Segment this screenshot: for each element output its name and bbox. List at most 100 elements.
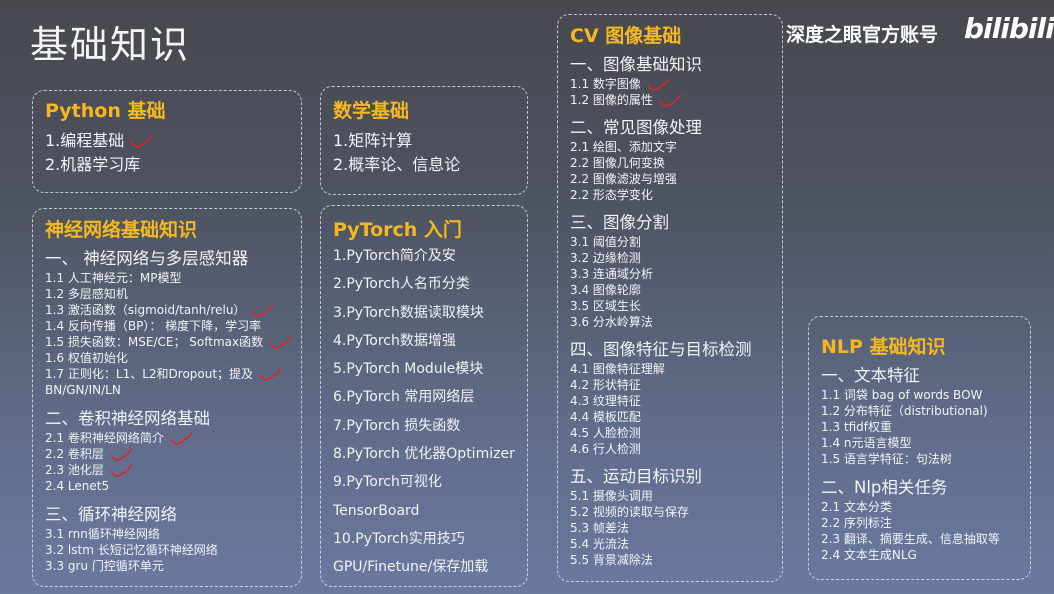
red-checkmark-icon bbox=[251, 303, 275, 317]
list-item: 1.1 数字图像 bbox=[570, 76, 770, 92]
item-text: 2.机器学习库 bbox=[45, 155, 141, 174]
page-title: 基础知识 bbox=[30, 23, 191, 67]
math-box: 数学基础 1.矩阵计算 2.概率论、信息论 bbox=[320, 86, 528, 195]
box-title: CV 图像基础 bbox=[570, 25, 682, 47]
item-text: 9.PyTorch可视化 bbox=[333, 474, 442, 491]
list-item: 3.3 gru 门控循环单元 bbox=[45, 558, 289, 574]
item-text: 6.PyTorch 常用网络层 bbox=[333, 389, 475, 406]
list-item: 1.矩阵计算 bbox=[333, 131, 413, 150]
list-item: 3.PyTorch数据读取模块 bbox=[333, 299, 515, 327]
box-title: PyTorch 入门 bbox=[333, 219, 462, 241]
item-text: 1.5 损失函数：MSE/CE； Softmax函数 bbox=[45, 335, 264, 349]
item-text: 5.3 帧差法 bbox=[570, 521, 629, 535]
list-item: 3.1 rnn循环神经网络 bbox=[45, 526, 289, 542]
section-heading: 二、Nlp相关任务 bbox=[821, 478, 948, 497]
list-item: 8.PyTorch 优化器Optimizer bbox=[333, 440, 515, 468]
list-item: 2.PyTorch人名币分类 bbox=[333, 270, 515, 298]
list-item: 3.2 lstm 长短记忆循环神经网络 bbox=[45, 542, 289, 558]
section-heading: 一、图像基础知识 bbox=[570, 55, 702, 74]
red-checkmark-icon bbox=[170, 431, 193, 445]
list-item: 1.编程基础 bbox=[45, 129, 289, 153]
list-item: 3.4 图像轮廓 bbox=[570, 282, 770, 298]
list-item: 2.3 翻译、摘要生成、信息抽取等 bbox=[821, 531, 1018, 547]
section-heading: 二、卷积神经网络基础 bbox=[45, 409, 210, 428]
item-text: 1.6 权值初始化 bbox=[45, 351, 128, 365]
list-item: BN/GN/IN/LN bbox=[45, 382, 289, 398]
item-text: 3.6 分水岭算法 bbox=[570, 315, 653, 329]
item-text: 4.1 图像特征理解 bbox=[570, 362, 665, 376]
red-checkmark-icon bbox=[110, 463, 133, 477]
section-heading: 三、图像分割 bbox=[570, 213, 669, 232]
red-checkmark-icon bbox=[130, 134, 153, 148]
list-item: 4.3 纹理特征 bbox=[570, 393, 770, 409]
item-text: 1.4 n元语言模型 bbox=[821, 436, 912, 450]
list-item: 1.4 n元语言模型 bbox=[821, 435, 1018, 451]
item-text: 1.编程基础 bbox=[45, 131, 125, 150]
section-heading: 五、运动目标识别 bbox=[570, 467, 702, 486]
red-checkmark-icon bbox=[647, 77, 670, 91]
section-heading: 一、 神经网络与多层感知器 bbox=[45, 249, 249, 268]
item-text: 1.1 词袋 bag of words BOW bbox=[821, 388, 983, 402]
item-text: TensorBoard bbox=[333, 502, 420, 519]
item-text: GPU/Finetune/保存加载 bbox=[333, 559, 489, 576]
box-title: 神经网络基础知识 bbox=[45, 219, 198, 241]
list-item: 7.PyTorch 损失函数 bbox=[333, 412, 515, 440]
list-item: 3.1 阈值分割 bbox=[570, 234, 770, 250]
red-checkmark-icon bbox=[659, 93, 682, 107]
list-item: 2.2 图像滤波与增强 bbox=[570, 171, 770, 187]
list-item: 2.4 文本生成NLG bbox=[821, 547, 1018, 563]
item-text: 1.2 分布特征（distributional) bbox=[821, 404, 988, 418]
list-item: 6.PyTorch 常用网络层 bbox=[333, 383, 515, 411]
list-item: 5.5 背景减除法 bbox=[570, 552, 770, 568]
red-checkmark-icon bbox=[110, 447, 133, 461]
item-text: 2.2 序列标注 bbox=[821, 516, 892, 530]
item-text: 10.PyTorch实用技巧 bbox=[333, 530, 465, 547]
brand-text: 深度之眼官方账号 bbox=[786, 24, 939, 46]
section-heading: 三、循环神经网络 bbox=[45, 505, 177, 524]
item-text: 2.3 池化层 bbox=[45, 463, 104, 477]
section-heading: 四、图像特征与目标检测 bbox=[570, 340, 752, 359]
item-text: 3.5 区域生长 bbox=[570, 299, 641, 313]
list-item: 1.5 语言学特征：句法树 bbox=[821, 451, 1018, 467]
item-text: 5.PyTorch Module模块 bbox=[333, 361, 484, 378]
item-text: 2.1 卷积神经网络简介 bbox=[45, 431, 164, 445]
list-item: 5.2 视频的读取与保存 bbox=[570, 504, 770, 520]
list-item: 4.2 形状特征 bbox=[570, 377, 770, 393]
item-text: 3.2 边缘检测 bbox=[570, 251, 641, 265]
list-item: 9.PyTorch可视化 bbox=[333, 468, 515, 496]
list-item: 3.6 分水岭算法 bbox=[570, 314, 770, 330]
item-text: 3.3 gru 门控循环单元 bbox=[45, 559, 164, 573]
list-item: 1.3 激活函数（sigmoid/tanh/relu） bbox=[45, 302, 289, 318]
list-item: 2.概率论、信息论 bbox=[333, 155, 461, 174]
list-item: 2.2 序列标注 bbox=[821, 515, 1018, 531]
list-item: 1.2 多层感知机 bbox=[45, 286, 289, 302]
list-item: 1.5 损失函数：MSE/CE； Softmax函数 bbox=[45, 334, 292, 350]
list-item: 5.3 帧差法 bbox=[570, 520, 770, 536]
list-item: 1.1 词袋 bag of words BOW bbox=[821, 387, 1018, 403]
list-item: 5.4 光流法 bbox=[570, 536, 770, 552]
item-text: BN/GN/IN/LN bbox=[45, 383, 121, 397]
bilibili-logo: bilibili bbox=[964, 12, 1054, 45]
list-item: 4.5 人脸检测 bbox=[570, 425, 770, 441]
list-item: 4.6 行人检测 bbox=[570, 441, 770, 457]
list-item: 5.1 摄像头调用 bbox=[570, 488, 770, 504]
item-text: 1.1 数字图像 bbox=[570, 77, 641, 91]
list-item: 4.1 图像特征理解 bbox=[570, 361, 770, 377]
list-item: 2.2 形态学变化 bbox=[570, 187, 770, 203]
red-checkmark-icon bbox=[269, 335, 292, 349]
list-item: 10.PyTorch实用技巧 bbox=[333, 525, 515, 553]
list-item: 2.1 卷积神经网络简介 bbox=[45, 430, 289, 446]
list-item: 2.2 卷积层 bbox=[45, 446, 289, 462]
item-text: 4.4 模板匹配 bbox=[570, 410, 641, 424]
item-text: 1.7 正则化：L1、L2和Dropout；提及 bbox=[45, 367, 254, 381]
item-text: 3.2 lstm 长短记忆循环神经网络 bbox=[45, 543, 218, 557]
list-item: 4.PyTorch数据增强 bbox=[333, 327, 515, 355]
item-text: 3.1 阈值分割 bbox=[570, 235, 641, 249]
list-item: 1.2 图像的属性 bbox=[570, 92, 770, 108]
item-text: 8.PyTorch 优化器Optimizer bbox=[333, 446, 515, 463]
item-text: 2.PyTorch人名币分类 bbox=[333, 276, 470, 293]
